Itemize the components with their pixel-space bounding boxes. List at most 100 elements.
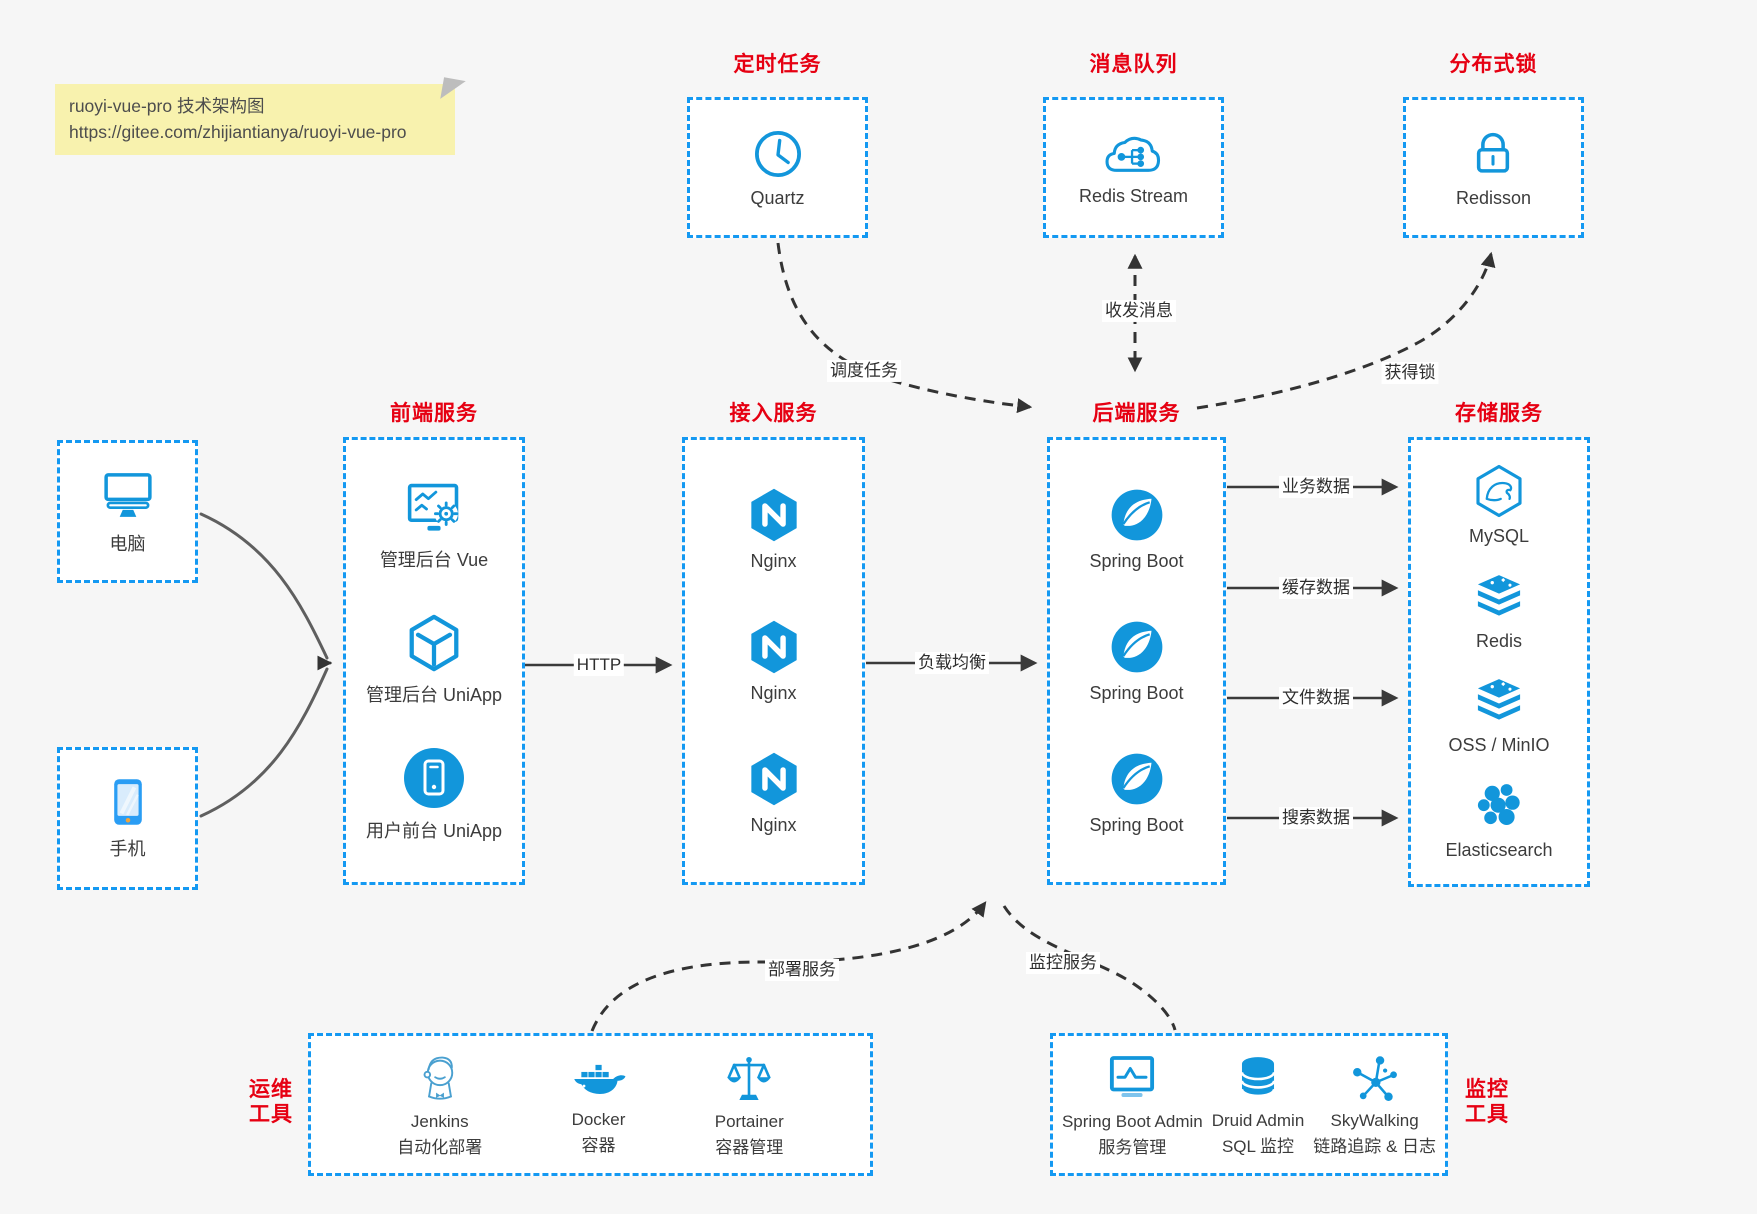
node-label: Nginx xyxy=(750,551,797,571)
redisson-box: Redisson xyxy=(1403,97,1584,238)
node-spring-boot-2: Spring Boot xyxy=(1089,618,1184,704)
title-storage: 存储服务 xyxy=(1455,402,1543,425)
node-label: Spring Boot xyxy=(1089,815,1184,835)
node-label: Jenkins xyxy=(410,1112,469,1131)
spring-boot-icon xyxy=(1111,753,1162,805)
lock-icon xyxy=(1477,132,1510,173)
nginx-icon xyxy=(750,620,797,674)
edge-label-search-data: 搜索数据 xyxy=(1279,806,1353,830)
node-label: Quartz xyxy=(750,187,805,208)
desktop-icon xyxy=(103,473,152,517)
node-label: 手机 xyxy=(109,839,146,859)
edge-label-send-receive-message: 收发消息 xyxy=(1102,299,1176,323)
node-label: Redis Stream xyxy=(1078,185,1189,206)
node-label: 管理后台 UniApp xyxy=(365,684,503,705)
node-nginx-1: Nginx xyxy=(745,486,803,572)
title-message-queue: 消息队列 xyxy=(1089,53,1178,76)
gateway-box: Nginx Nginx Nginx xyxy=(682,437,865,885)
node-docker: Docker 容器 xyxy=(569,1053,629,1156)
node-label: 用户前台 UniApp xyxy=(365,820,503,841)
node-druid-admin: Druid Admin SQL 监控 xyxy=(1212,1052,1304,1157)
node-label: Spring Boot Admin xyxy=(1061,1112,1203,1131)
node-label: OSS / MinIO xyxy=(1448,735,1550,756)
note-fold-corner xyxy=(440,77,466,103)
title-frontend: 前端服务 xyxy=(390,402,478,425)
node-oss-minio: OSS / MinIO xyxy=(1448,674,1550,756)
node-desc: SQL 监控 xyxy=(1221,1137,1295,1156)
node-label: SkyWalking xyxy=(1330,1111,1419,1130)
node-admin-uniapp: 管理后台 UniApp xyxy=(366,612,502,707)
title-gateway: 接入服务 xyxy=(729,402,818,425)
node-label: Nginx xyxy=(750,683,797,703)
skywalking-icon xyxy=(1352,1056,1397,1101)
node-user-uniapp: 用户前台 UniApp xyxy=(366,746,502,843)
spring-boot-icon xyxy=(1111,621,1162,673)
node-nginx-3: Nginx xyxy=(745,750,803,836)
storage-box: MySQL Redis OSS / MinIO xyxy=(1408,437,1590,887)
node-label: Elasticsearch xyxy=(1445,840,1553,861)
edge-label-business-data: 业务数据 xyxy=(1279,475,1353,499)
node-label: MySQL xyxy=(1468,525,1529,546)
spring-boot-icon xyxy=(1111,489,1162,541)
mysql-icon xyxy=(1476,464,1522,517)
title-scheduled-task: 定时任务 xyxy=(733,53,822,76)
node-admin-vue: 管理后台 Vue xyxy=(380,479,488,572)
node-spring-boot-admin: Spring Boot Admin 服务管理 xyxy=(1062,1051,1203,1158)
redis-icon xyxy=(1477,574,1521,616)
sticky-note: ruoyi-vue-pro 技术架构图 https://gitee.com/zh… xyxy=(55,77,466,155)
node-portainer: Portainer 容器管理 xyxy=(715,1051,784,1158)
node-spring-boot-3: Spring Boot xyxy=(1089,750,1184,836)
edge-label-monitor-service: 监控服务 xyxy=(1026,951,1100,975)
edge-label-schedule-task: 调度任务 xyxy=(827,359,901,383)
node-spring-boot-1: Spring Boot xyxy=(1089,486,1184,572)
smartphone-icon xyxy=(113,779,142,825)
node-jenkins: Jenkins 自动化部署 xyxy=(397,1051,482,1158)
edge-label-load-balance: 负载均衡 xyxy=(915,651,989,675)
nginx-icon xyxy=(750,752,797,806)
node-nginx-2: Nginx xyxy=(745,618,803,704)
uniapp-cube-icon xyxy=(409,614,459,671)
edge-label-file-data: 文件数据 xyxy=(1279,686,1353,710)
clock-icon xyxy=(754,130,801,177)
note-link: https://gitee.com/zhijiantianya/ruoyi-vu… xyxy=(69,122,407,143)
node-label: Docker xyxy=(571,1110,626,1129)
node-label: Portainer xyxy=(714,1112,784,1131)
title-monitor-tools: 监控 工具 xyxy=(1465,1078,1509,1127)
node-label: 管理后台 Vue xyxy=(379,550,489,571)
client-arrows xyxy=(199,512,333,818)
node-label: 电脑 xyxy=(109,534,146,554)
node-label: Spring Boot xyxy=(1089,551,1184,571)
node-label: Spring Boot xyxy=(1089,683,1184,703)
edge-label-acquire-lock: 获得锁 xyxy=(1381,361,1439,385)
pc-box: 电脑 xyxy=(57,440,198,583)
cloud-stream-icon xyxy=(1105,136,1161,172)
portainer-icon xyxy=(727,1056,772,1100)
edge-label-http: HTTP xyxy=(573,653,625,677)
node-desc: 容器 xyxy=(581,1136,616,1155)
druid-icon xyxy=(1240,1057,1276,1098)
nginx-icon xyxy=(750,488,797,542)
node-pc: 电脑 xyxy=(100,467,156,556)
jenkins-icon xyxy=(423,1056,453,1100)
backend-box: Spring Boot Spring Boot Spring Boot xyxy=(1047,437,1226,885)
docker-icon xyxy=(573,1064,625,1094)
edge-phone-to-frontend xyxy=(199,667,329,818)
note-title: ruoyi-vue-pro 技术架构图 xyxy=(69,96,265,116)
title-distributed-lock: 分布式锁 xyxy=(1449,53,1538,76)
node-redis-stream: Redis Stream xyxy=(1079,129,1188,207)
edge-pc-to-frontend xyxy=(199,512,329,660)
edge-label-cache-data: 缓存数据 xyxy=(1279,576,1353,600)
node-desc: 链路追踪 & 日志 xyxy=(1313,1137,1437,1156)
phone-box: 手机 xyxy=(57,747,198,890)
node-label: Redis xyxy=(1475,630,1523,651)
monitor-gear-icon xyxy=(407,484,459,531)
node-quartz: Quartz xyxy=(750,127,805,209)
oss-minio-icon xyxy=(1477,679,1521,720)
edge-label-deploy-service: 部署服务 xyxy=(765,958,839,982)
edge-schedule-task xyxy=(776,242,1033,414)
title-ops-tools: 运维 工具 xyxy=(249,1078,293,1127)
title-backend: 后端服务 xyxy=(1092,402,1181,425)
elasticsearch-icon xyxy=(1477,784,1520,826)
uniapp-user-icon xyxy=(403,747,464,808)
